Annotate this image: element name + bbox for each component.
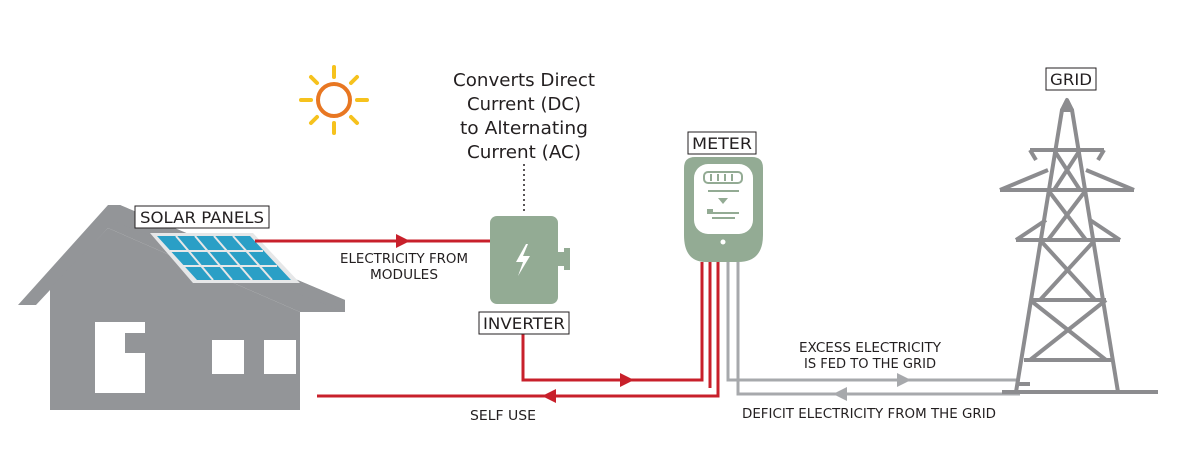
power-arrows: [396, 234, 634, 403]
excess-line-2: IS FED TO THE GRID: [804, 357, 936, 372]
electric-meter-icon: [684, 157, 763, 262]
door: [95, 322, 145, 393]
grid-text: GRID: [1050, 70, 1092, 89]
excess-line-1: EXCESS ELECTRICITY: [799, 341, 941, 356]
self-use-line: [317, 262, 720, 398]
grid-lines: [726, 262, 1020, 396]
inverter-text: INVERTER: [483, 314, 565, 333]
grid-label: GRID: [1045, 67, 1097, 91]
inverter-icon: [490, 216, 570, 304]
solar-panels-text: SOLAR PANELS: [140, 208, 264, 227]
grid-arrows: [833, 373, 911, 401]
inverter-note-line-1: Converts Direct: [453, 70, 595, 91]
lightning-bolt-icon: [516, 244, 530, 276]
ac-line: [521, 262, 704, 382]
window-right: [264, 340, 296, 374]
power-lines: [255, 239, 720, 398]
inverter-note-line-3: to Alternating: [460, 118, 588, 139]
from-modules-line-1: ELECTRICITY FROM: [340, 252, 468, 267]
meter-text: METER: [692, 134, 752, 153]
inverter-note: Converts Direct Current (DC) to Alternat…: [453, 70, 595, 163]
from-modules-label: ELECTRICITY FROM MODULES: [340, 252, 468, 283]
window-left: [212, 340, 244, 374]
sun-icon: [299, 65, 369, 135]
from-modules-line-2: MODULES: [370, 268, 438, 283]
deficit-line: [736, 262, 1020, 396]
transmission-tower-icon: [999, 98, 1158, 394]
inverter-note-line-4: Current (AC): [467, 142, 581, 163]
solar-panel-icon: [150, 233, 300, 283]
meter-label: METER: [687, 131, 757, 155]
self-use-label: SELF USE: [470, 409, 536, 424]
excess-line: [726, 262, 1020, 382]
inverter-note-line-2: Current (DC): [467, 94, 581, 115]
excess-label: EXCESS ELECTRICITY IS FED TO THE GRID: [799, 341, 941, 372]
inverter-label: INVERTER: [478, 311, 570, 335]
deficit-label: DEFICIT ELECTRICITY FROM THE GRID: [742, 407, 996, 422]
solar-panels-label: SOLAR PANELS: [134, 205, 270, 229]
